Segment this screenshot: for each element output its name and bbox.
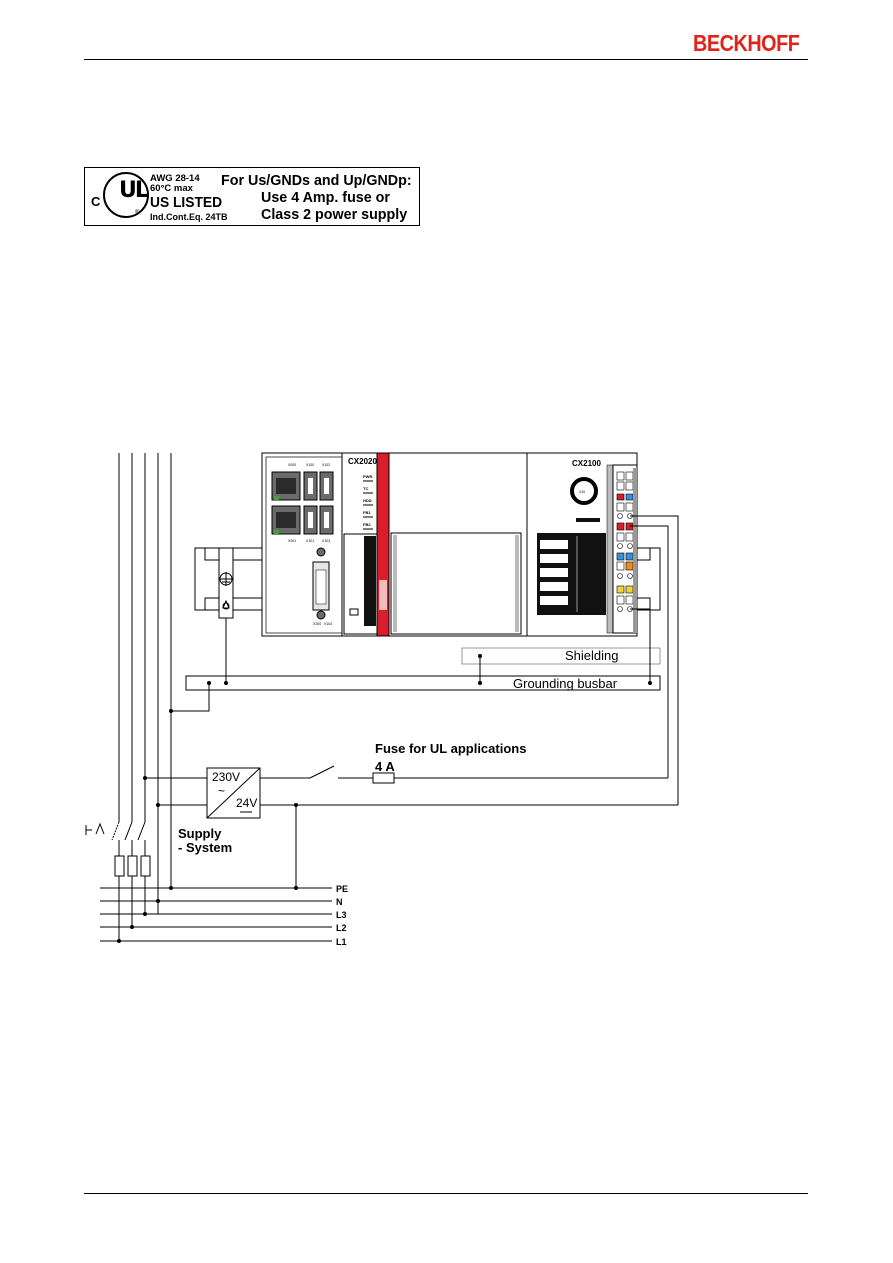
beckhoff-logo: BECKHOFF bbox=[693, 30, 800, 56]
navigation-switch-icon bbox=[570, 477, 598, 505]
port-label-x101: X101 bbox=[306, 539, 314, 543]
shielding-bar: Shielding bbox=[461, 647, 661, 665]
ethernet-port-2 bbox=[271, 505, 301, 535]
rail-labels: PE N L3 L2 L1 bbox=[336, 884, 348, 947]
led-indicators bbox=[363, 480, 373, 530]
ul-certification-label: C UL ® AWG 28-14 60°C max US LISTED Ind.… bbox=[84, 167, 420, 226]
dvi-port: X200 X104 bbox=[312, 547, 332, 626]
rail-label-n: N bbox=[336, 897, 343, 907]
dvi-label-x104: X104 bbox=[324, 622, 332, 626]
din-rail-right bbox=[637, 547, 661, 611]
port-label-x001: X001 bbox=[288, 539, 296, 543]
led-label-pwr: PWR bbox=[363, 474, 372, 479]
ul-mark: UL bbox=[119, 178, 149, 203]
rail-label-pe: PE bbox=[336, 884, 348, 894]
ul-logo-icon: UL ® bbox=[103, 172, 149, 218]
junction-dots bbox=[117, 654, 652, 943]
terminal-screws bbox=[617, 513, 633, 612]
shielding-label: Shielding bbox=[565, 648, 619, 663]
ul-instruction-line-3: Class 2 power supply bbox=[261, 207, 408, 223]
display-label: X10 bbox=[579, 490, 585, 494]
led-label-fb2: FB2 bbox=[363, 522, 371, 527]
grounding-busbar-label: Grounding busbar bbox=[513, 676, 618, 691]
ul-temperature: 60°C max bbox=[150, 183, 193, 194]
rail-label-l1: L1 bbox=[336, 937, 347, 947]
ul-awg-spec: AWG 28-14 60°C max bbox=[150, 174, 200, 194]
usb-slots bbox=[308, 478, 329, 528]
fuse-value: 4 A bbox=[375, 759, 395, 774]
led-labels: PWR TC HDD FB1 FB2 bbox=[363, 474, 372, 527]
cx2020-label: CX2020 bbox=[348, 457, 377, 466]
port-label-x103: X103 bbox=[322, 539, 330, 543]
ul-listed: US LISTED bbox=[150, 194, 223, 211]
supply-lines bbox=[118, 453, 172, 941]
psu-output-voltage: 24V bbox=[236, 796, 257, 810]
led-label-hdd: HDD bbox=[363, 498, 372, 503]
ul-instruction-line-2: Use 4 Amp. fuse or bbox=[261, 190, 390, 206]
ground-terminal bbox=[218, 547, 234, 619]
ethernet-port-1 bbox=[271, 471, 301, 501]
cx2100-module: CX2100 X10 bbox=[526, 452, 638, 637]
ul-ind-cont-eq: Ind.Cont.Eq. 24TB bbox=[150, 212, 228, 222]
ground-wiring bbox=[171, 608, 651, 712]
power-supply-unit: 230V ~ 24V bbox=[206, 767, 261, 819]
dvi-label-x200: X200 bbox=[313, 622, 321, 626]
port-label-x102: X102 bbox=[322, 463, 330, 467]
port-label-x000: X000 bbox=[288, 463, 296, 467]
rail-label-l2: L2 bbox=[336, 923, 347, 933]
main-switch bbox=[85, 821, 146, 856]
ul-c-mark: C bbox=[91, 194, 101, 209]
led-label-fb1: FB1 bbox=[363, 510, 371, 515]
rail-label-l3: L3 bbox=[336, 910, 347, 920]
fuse-title: Fuse for UL applications bbox=[375, 741, 526, 756]
ul-fuse-instructions: For Us/GNDs and Up/GNDp: Use 4 Amp. fuse… bbox=[221, 173, 412, 224]
mains-rails bbox=[100, 887, 332, 942]
header-rule bbox=[84, 59, 808, 60]
display-segments bbox=[540, 540, 568, 605]
ul-instruction-line-1: For Us/GNDs and Up/GNDp: bbox=[221, 173, 412, 189]
led-label-tc: TC bbox=[363, 486, 368, 491]
footer-rule bbox=[84, 1193, 808, 1194]
svg-text:~: ~ bbox=[218, 784, 225, 798]
ul-registered-mark: ® bbox=[135, 210, 140, 216]
supply-label-line-1: Supply bbox=[178, 826, 222, 841]
ul-awg: AWG 28-14 bbox=[150, 173, 200, 184]
psu-input-voltage: 230V bbox=[212, 770, 240, 784]
port-label-x100: X100 bbox=[306, 463, 314, 467]
grounding-busbar: Grounding busbar bbox=[185, 675, 661, 691]
port-labels: X000 X100 X102 X001 X101 X103 bbox=[288, 463, 330, 543]
line-fuses bbox=[114, 855, 151, 877]
cx2100-label: CX2100 bbox=[572, 459, 601, 468]
supply-label-line-2: - System bbox=[178, 840, 232, 855]
cx2020-module: X000 X100 X102 X001 X101 X103 X200 X104 … bbox=[261, 452, 528, 637]
